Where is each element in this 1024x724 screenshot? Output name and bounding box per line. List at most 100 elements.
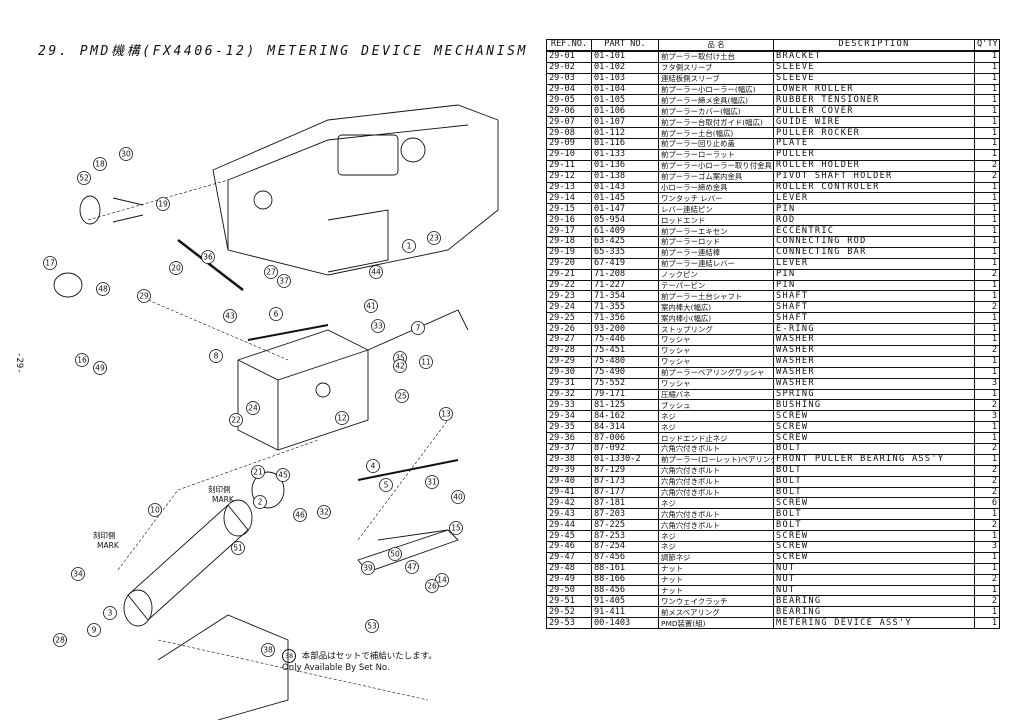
cell-qty: 1 [974,203,1000,216]
cell-name: 前プーラー土台シャフト [658,290,774,303]
callout-label: 23 [429,234,439,243]
cell-ref: 29-11 [546,159,592,172]
cell-name: 案内棒小(幅広) [658,312,774,325]
cell-name: ナット [658,562,774,575]
callout-37: 37 [277,274,291,288]
callout-label: 47 [407,563,417,572]
cell-part: 01-101 [591,50,659,63]
cell-name: ワンウェイクラッチ [658,595,774,608]
cell-name: ネジ [658,421,774,434]
cell-desc: GUIDE WIRE [773,116,975,129]
cell-name: 前プーラーエキセン [658,225,774,238]
callout-label: 43 [225,312,235,321]
callout-label: 10 [150,506,160,515]
cell-part: 87-129 [591,464,659,477]
callout-label: 4 [371,462,376,471]
cell-part: 01-104 [591,83,659,96]
cell-part: 88-166 [591,573,659,586]
cell-desc: BRACKET [773,50,975,63]
cell-qty: 2 [974,399,1000,412]
cell-part: 87-177 [591,486,659,499]
cell-part: 71-354 [591,290,659,303]
cell-part: 71-356 [591,312,659,325]
cell-part: 01-138 [591,170,659,183]
cell-qty: 1 [974,236,1000,248]
cell-qty: 1 [974,366,1000,379]
cell-part: 01-136 [591,159,659,172]
cell-part: 01-116 [591,138,659,150]
cell-qty: 2 [974,486,1000,499]
cell-ref: 29-15 [546,203,592,216]
cell-name: PMD装置(組) [658,617,774,630]
callout-11: 11 [419,355,433,369]
callout-label: 6 [274,310,279,319]
cell-name: ナット [658,573,774,586]
callout-36: 36 [201,250,215,264]
cell-name: ブッシュ [658,399,774,412]
cell-ref: 29-45 [546,530,592,542]
callout-39: 39 [361,561,375,575]
parts-table: REF.NO. PART NO. 品 名 DESCRIPTION Q'TY 29… [546,38,1000,630]
callout-2: 2 [253,495,267,509]
callout-20: 20 [169,261,183,275]
callout-9: 9 [87,623,101,637]
cell-ref: 29-50 [546,584,592,597]
callout-40: 40 [451,490,465,504]
cell-desc: SCREW [773,530,975,542]
callout-24: 24 [246,401,260,415]
callout-34: 34 [71,567,85,581]
cell-name: ナット [658,584,774,597]
cell-ref: 29-12 [546,170,592,183]
callout-label: 41 [366,302,376,311]
callout-label: 9 [92,626,97,635]
cell-qty: 1 [974,138,1000,150]
callout-label: 2 [258,498,263,507]
cell-desc: SCREW [773,432,975,444]
callout-label: 12 [337,414,347,423]
callout-label: 49 [95,364,105,373]
cell-qty: 2 [974,301,1000,314]
cell-part: 88-161 [591,562,659,575]
cell-part: 00-1403 [591,617,659,630]
callout-label: 20 [171,264,181,273]
cell-qty: 2 [974,595,1000,608]
cell-name: 六角穴付きボルト [658,442,774,455]
cell-part: 65-335 [591,246,659,259]
callout-label: 14 [437,576,447,585]
cell-ref: 29-07 [546,116,592,129]
cell-desc: PIN [773,268,975,281]
callout-label: 13 [441,410,451,419]
cell-ref: 29-21 [546,268,592,281]
cell-name: 小ローラー締め金具 [658,181,774,194]
cell-part: 87-253 [591,530,659,542]
callout-label: 22 [231,416,241,425]
page-number: -29- [14,352,24,374]
callout-46: 46 [293,508,307,522]
cell-name: ワッシャ [658,344,774,357]
page-title: 29. PMD機構(FX4406-12) METERING DEVICE MEC… [38,44,528,59]
callout-6: 6 [269,307,283,321]
cell-part: 93-200 [591,323,659,336]
cell-ref: 29-23 [546,290,592,303]
callout-label: 27 [266,268,276,277]
cell-desc: E-RING [773,323,975,336]
cell-desc: LEVER [773,192,975,205]
callout-label: 34 [73,570,83,579]
cell-part: 01-103 [591,72,659,85]
header-part: PART NO. [591,38,659,52]
cell-ref: 29-04 [546,83,592,96]
cell-desc: NUT [773,573,975,586]
cell-name: ロッドエンド止ネジ [658,432,774,444]
cell-qty: 1 [974,225,1000,238]
cell-part: 87-456 [591,551,659,564]
